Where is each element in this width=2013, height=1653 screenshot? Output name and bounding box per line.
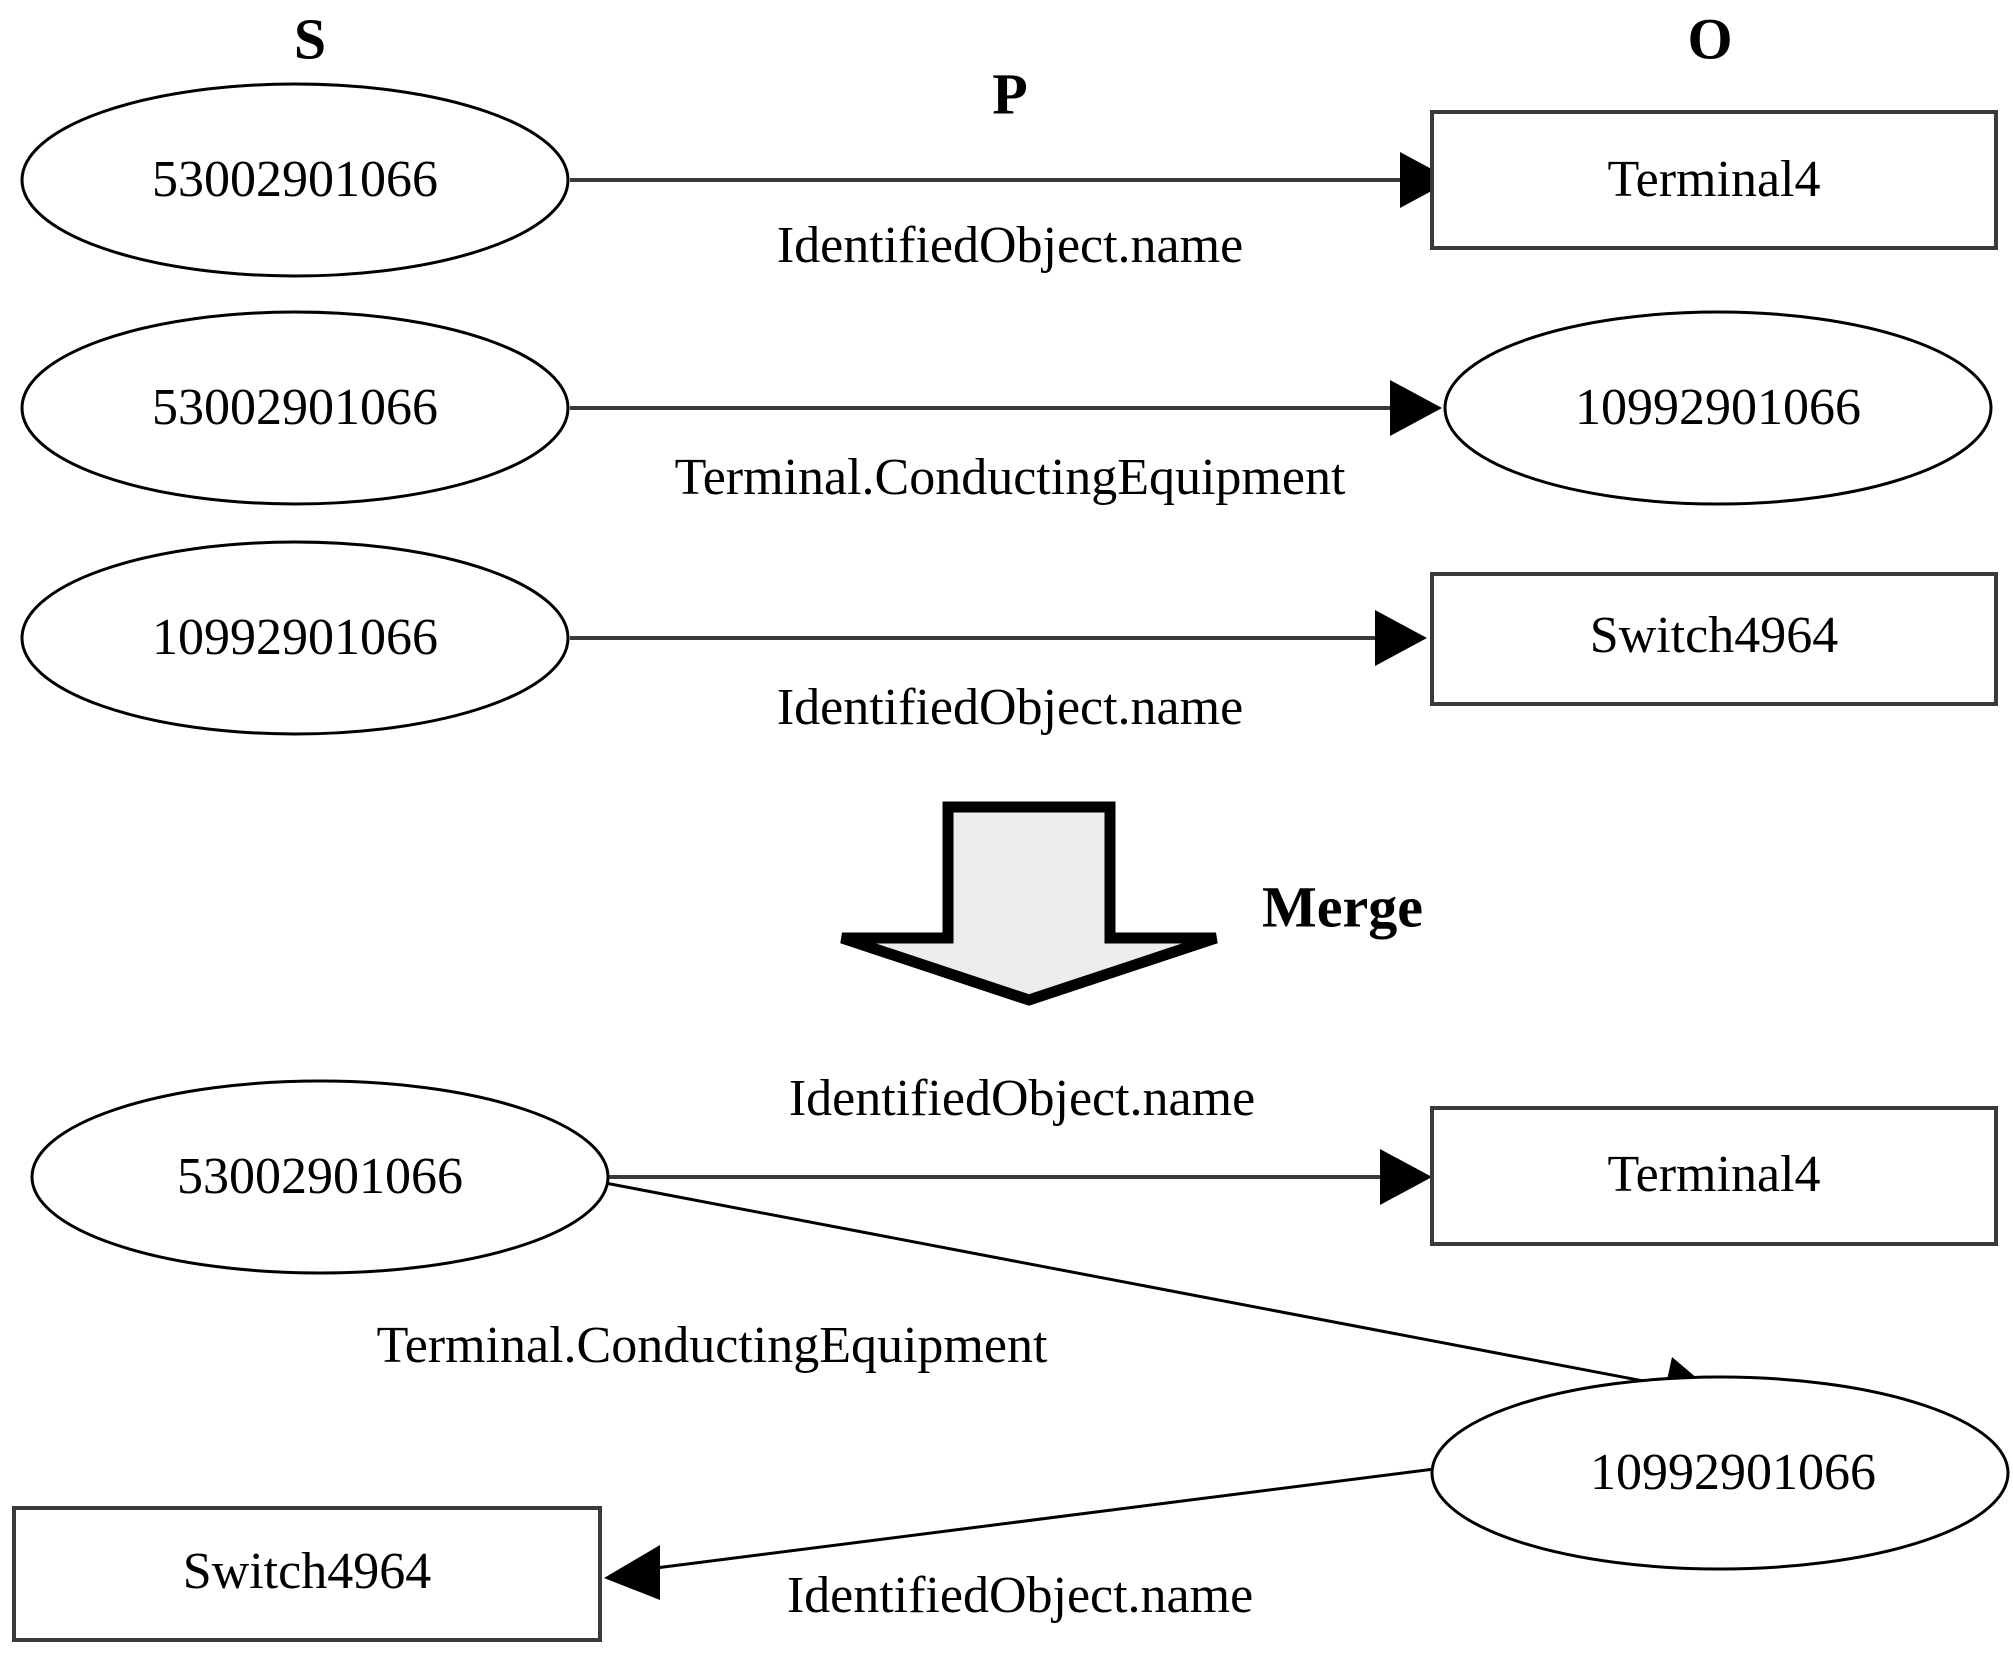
node-ellipse-object-row2[interactable] [1443,310,1993,506]
node-box-merged-switch[interactable] [12,1506,602,1642]
edge-label-row2: Terminal.ConductingEquipment [675,449,1346,506]
node-label-object-row2: 10992901066 [1575,379,1861,436]
merge-label: Merge [1262,874,1423,939]
arrow-head-row3 [1375,610,1427,666]
node-label-merged-switch: Switch4964 [183,1543,431,1600]
node-ellipse-subject-row3[interactable] [20,540,570,736]
column-header-object: O [1687,6,1732,71]
node-label-subject-row3: 10992901066 [152,609,438,666]
node-label-subject-row1: 53002901066 [152,151,438,208]
edge-label-row3: IdentifiedObject.name [777,679,1243,736]
triple-row-3: 10992901066 IdentifiedObject.name Switch… [20,540,1998,736]
node-ellipse-merged-subject[interactable] [30,1079,610,1275]
edge-line-merged-name-switch [639,1465,1451,1572]
edge-line-merged-conducting-equipment [599,1180,1681,1390]
node-box-merged-terminal[interactable] [1430,1106,1998,1246]
column-header-predicate: P [992,61,1027,126]
node-box-object-row3[interactable] [1430,572,1998,706]
merge-indicator: Merge [840,801,1423,1006]
arrow-head-merged-name-switch [604,1545,660,1600]
node-label-merged-equipment: 10992901066 [1590,1444,1876,1501]
node-label-object-row3: Switch4964 [1590,607,1838,664]
triple-row-1: 53002901066 IdentifiedObject.name Termin… [20,82,1998,278]
column-header-subject: S [294,6,326,71]
edge-label-merged-conducting-equipment: Terminal.ConductingEquipment [377,1317,1048,1374]
triple-row-2: 53002901066 Terminal.ConductingEquipment… [20,310,1993,506]
node-label-merged-terminal: Terminal4 [1608,1146,1821,1203]
down-arrow-icon [840,801,1218,1006]
arrow-head-row1 [1400,152,1452,208]
arrow-head-merged-name-terminal [1380,1149,1432,1205]
node-ellipse-merged-equipment[interactable] [1430,1375,2010,1571]
node-ellipse-subject-row1[interactable] [20,82,570,278]
node-box-object-row1[interactable] [1430,110,1998,250]
node-label-subject-row2: 53002901066 [152,379,438,436]
merged-graph: IdentifiedObject.name Terminal.Conductin… [12,1070,2010,1642]
node-label-object-row1: Terminal4 [1608,151,1821,208]
node-ellipse-subject-row2[interactable] [20,310,570,506]
edge-label-merged-name-switch: IdentifiedObject.name [787,1567,1253,1624]
node-label-merged-subject: 53002901066 [177,1148,463,1205]
arrow-head-row2 [1390,380,1442,436]
edge-label-merged-name-terminal: IdentifiedObject.name [789,1070,1255,1127]
edge-label-row1: IdentifiedObject.name [777,217,1243,274]
